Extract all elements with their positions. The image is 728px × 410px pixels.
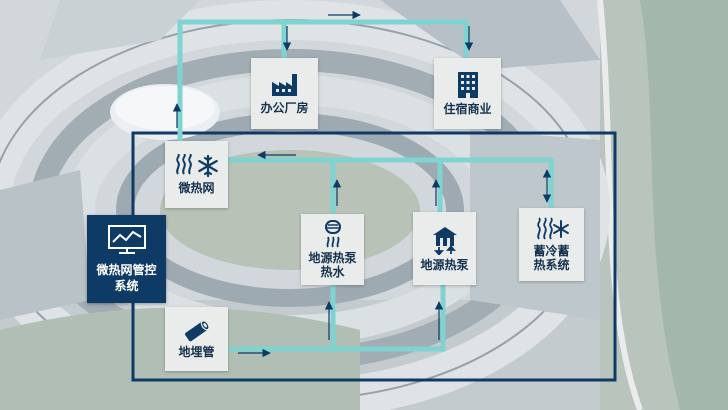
water-tank-icon	[324, 220, 341, 248]
heat-cold-icon	[536, 217, 569, 240]
cold-heat-storage-label-line1: 蓄冷蓄	[533, 244, 570, 258]
heat-pump-icon	[432, 227, 457, 255]
building-icon	[457, 72, 478, 98]
office-label: 办公厂房	[260, 101, 309, 115]
node-residential-commercial: 住宿商业	[434, 58, 501, 129]
factory-icon	[271, 74, 297, 96]
node-cold-heat-storage: 蓄冷蓄 热系统	[519, 208, 584, 281]
gshp-label: 地源热泵	[420, 258, 469, 272]
cold-heat-storage-label-line2: 热系统	[533, 258, 570, 272]
pipe-icon	[184, 319, 210, 341]
node-micro-heat-network: 微热网	[165, 141, 228, 208]
node-gshp-hot-water: 地源热泵 热水	[301, 214, 364, 285]
residential-label: 住宿商业	[443, 102, 492, 116]
node-gshp: 地源热泵	[413, 212, 476, 285]
node-buried-pipe: 地埋管	[165, 307, 228, 371]
control-system-label-line1: 微热网管控	[96, 263, 157, 277]
gshp-hot-water-label-line1: 地源热泵	[308, 251, 357, 265]
control-system-label-line2: 系统	[114, 279, 139, 293]
pipe-bottom-loop	[333, 285, 446, 352]
gshp-hot-water-label-line2: 热水	[320, 265, 345, 279]
node-office: 办公厂房	[251, 58, 318, 129]
heat-snowflake-icon	[175, 154, 218, 178]
monitor-chart-icon	[107, 225, 146, 254]
pipe-top-loop	[177, 19, 469, 148]
micro-heat-network-label: 微热网	[178, 181, 215, 195]
buried-pipe-label: 地埋管	[178, 344, 215, 359]
flow-arrows	[172, 10, 552, 358]
pipe-main-horizontal	[228, 157, 554, 208]
node-control-system: 微热网管控 系统	[87, 215, 166, 303]
